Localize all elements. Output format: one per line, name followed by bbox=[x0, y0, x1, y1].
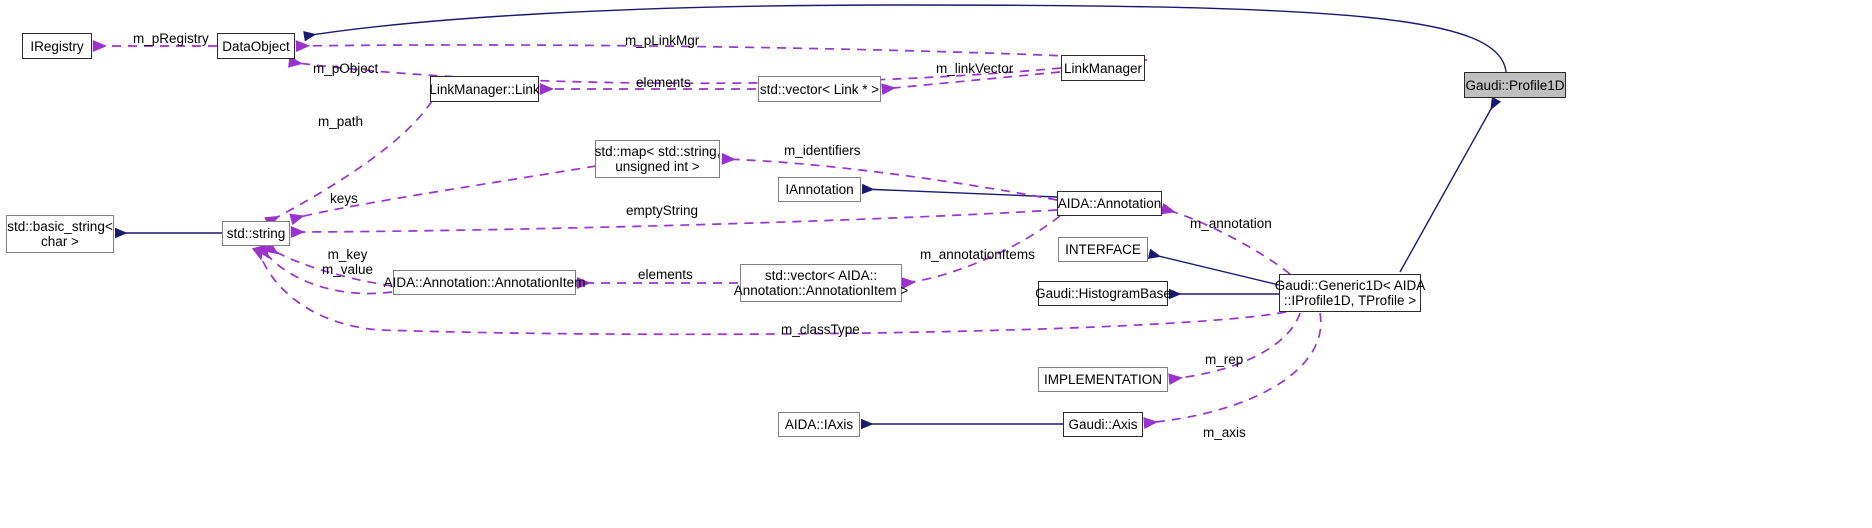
edge-label-m-linkvector: m_linkVector bbox=[936, 61, 1014, 76]
node-gaudi-histogrambase[interactable]: Gaudi::HistogramBase bbox=[1035, 281, 1171, 306]
node-std-basic-string[interactable]: std::basic_string< char > bbox=[6, 215, 114, 253]
edge-label-m-pobject: m_pObject bbox=[313, 61, 379, 76]
edge-generic1d-interface bbox=[1147, 248, 1280, 286]
edge-generic1d-gaudiaxis bbox=[1143, 312, 1322, 430]
edge-label-emptystring: emptyString bbox=[626, 203, 699, 218]
edge-label-elements-item: elements bbox=[638, 267, 693, 282]
edge-label-m-classtype: m_classType bbox=[781, 322, 860, 337]
edge-label-m-rep: m_rep bbox=[1205, 352, 1244, 367]
node-iannotation[interactable]: IAnnotation bbox=[778, 177, 861, 202]
edge-label-m-axis: m_axis bbox=[1203, 425, 1246, 440]
edge-label-m-key-m-value: m_key m_value bbox=[322, 247, 374, 277]
edge-profile1d-generic1d bbox=[1399, 96, 1502, 273]
node-dataobject[interactable]: DataObject bbox=[217, 33, 295, 59]
edge-profile1d-dataobject bbox=[303, 4, 1507, 73]
node-gaudi-axis[interactable]: Gaudi::Axis bbox=[1063, 412, 1143, 437]
node-aida-iaxis[interactable]: AIDA::IAxis bbox=[778, 412, 860, 437]
edge-label-m-identifiers: m_identifiers bbox=[784, 143, 861, 158]
node-interface[interactable]: INTERFACE bbox=[1058, 237, 1148, 262]
node-std-string[interactable]: std::string bbox=[222, 221, 290, 246]
edge-label-keys: keys bbox=[330, 191, 358, 206]
node-gaudi-profile1d[interactable]: Gaudi::Profile1D bbox=[1464, 72, 1566, 98]
node-implementation[interactable]: IMPLEMENTATION bbox=[1038, 367, 1168, 392]
node-std-vector-annotationitem[interactable]: std::vector< AIDA:: Annotation::Annotati… bbox=[734, 264, 908, 302]
edge-annotation-iannotation bbox=[861, 183, 1058, 198]
edge-label-m-annotation: m_annotation bbox=[1190, 216, 1272, 231]
node-std-vector-link-ptr[interactable]: std::vector< Link * > bbox=[758, 76, 881, 102]
node-std-map-string-uint[interactable]: std::map< std::string, unsigned int > bbox=[595, 140, 720, 178]
node-linkmanager[interactable]: LinkManager bbox=[1061, 55, 1145, 81]
edge-label-m-pregistry: m_pRegistry bbox=[133, 31, 209, 46]
edge-label-elements-link: elements bbox=[636, 75, 691, 90]
edge-label-m-path: m_path bbox=[318, 114, 364, 129]
node-gaudi-generic1d[interactable]: Gaudi::Generic1D< AIDA ::IProfile1D, TPr… bbox=[1275, 274, 1425, 312]
node-aida-annotation[interactable]: AIDA::Annotation bbox=[1057, 191, 1162, 216]
node-linkmanager-link[interactable]: LinkManager::Link bbox=[429, 76, 540, 102]
edge-generic1d-implementation bbox=[1168, 312, 1301, 386]
edge-profile1d-linkmgr bbox=[295, 40, 1148, 61]
edge-annotation-map bbox=[721, 153, 1058, 201]
node-aida-annotation-annotationitem[interactable]: AIDA::Annotation::AnnotationItem bbox=[384, 270, 585, 295]
edge-label-m-plinkmgr: m_pLinkMgr bbox=[625, 33, 700, 48]
edge-label-m-annotationitems: m_annotationItems bbox=[920, 247, 1035, 262]
node-iregistry[interactable]: IRegistry bbox=[22, 33, 92, 59]
